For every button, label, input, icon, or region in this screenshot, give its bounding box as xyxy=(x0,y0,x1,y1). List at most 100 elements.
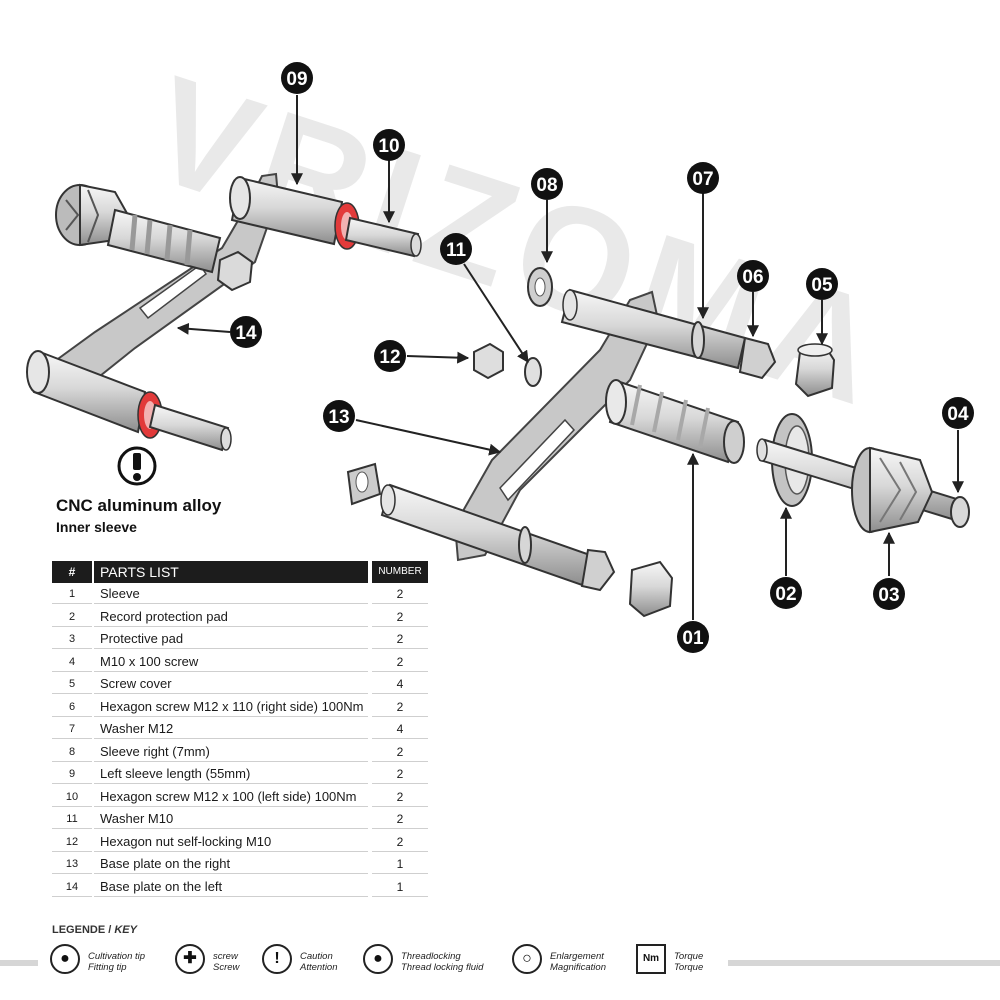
callout-08-text: 08 xyxy=(536,175,557,196)
caption-line-2: Inner sleeve xyxy=(56,519,137,535)
legend-thread-l1: Threadlocking xyxy=(401,951,461,962)
row-count: 2 xyxy=(372,808,428,829)
row-count: 2 xyxy=(372,763,428,784)
row-num: 14 xyxy=(52,876,92,897)
row-num: 10 xyxy=(52,786,92,807)
row-num: 7 xyxy=(52,718,92,739)
thread-fluid-icon: ● xyxy=(363,944,393,974)
parts-list-header: # PARTS LIST NUMBER xyxy=(52,561,428,583)
protective-pad-03 xyxy=(851,446,934,534)
callout-06: 06 xyxy=(737,260,769,292)
row-desc: Hexagon nut self-locking M10 xyxy=(94,831,368,852)
row-num: 9 xyxy=(52,763,92,784)
callout-10-text: 10 xyxy=(378,136,399,157)
callout-02: 02 xyxy=(770,577,802,609)
legend-caution-l1: Caution xyxy=(300,951,333,962)
callout-05-text: 05 xyxy=(811,275,833,296)
row-num: 3 xyxy=(52,628,92,649)
callout-04: 04 xyxy=(942,397,974,429)
caption-line-1: CNC aluminum alloy xyxy=(56,496,222,515)
callout-14: 14 xyxy=(230,316,262,348)
callout-11: 11 xyxy=(440,233,472,265)
legend-title-a: LEGENDE / xyxy=(52,924,115,936)
row-count: 2 xyxy=(372,741,428,762)
row-count: 2 xyxy=(372,583,428,604)
row-desc: Hexagon screw M12 x 100 (left side) 100N… xyxy=(94,786,368,807)
callout-03-text: 03 xyxy=(878,585,899,606)
callout-09: 09 xyxy=(281,62,313,94)
callout-05: 05 xyxy=(806,268,838,300)
header-parts-list: PARTS LIST xyxy=(94,561,368,583)
callout-03: 03 xyxy=(873,578,905,610)
row-count: 2 xyxy=(372,628,428,649)
row-desc: Hexagon screw M12 x 110 (right side) 100… xyxy=(94,696,368,717)
callout-11-text: 11 xyxy=(446,240,467,261)
row-num: 6 xyxy=(52,696,92,717)
header-number-sign: # xyxy=(52,561,92,583)
row-desc: Sleeve right (7mm) xyxy=(94,741,368,762)
row-count: 4 xyxy=(372,673,428,694)
left-assembly xyxy=(26,172,422,452)
row-count: 1 xyxy=(372,876,428,897)
screw-icon: ✚ xyxy=(175,944,205,974)
nut-m10 xyxy=(473,342,504,380)
callout-09-text: 09 xyxy=(286,69,307,90)
row-desc: Left sleeve length (55mm) xyxy=(94,763,368,784)
legend-divider-right xyxy=(728,960,1000,966)
row-num: 5 xyxy=(52,673,92,694)
legend-caution-l2: Attention xyxy=(300,962,338,973)
row-desc: Screw cover xyxy=(94,673,368,694)
bulb-icon: ● xyxy=(50,944,80,974)
callout-08: 08 xyxy=(531,168,563,200)
legend-torque-l2: Torque xyxy=(674,962,704,973)
row-desc: Washer M10 xyxy=(94,808,368,829)
leader-lines xyxy=(176,95,964,620)
row-num: 8 xyxy=(52,741,92,762)
row-count: 1 xyxy=(372,853,428,874)
magnifier-icon: ○ xyxy=(512,944,542,974)
header-number: NUMBER xyxy=(372,561,428,583)
torque-icon: Nm xyxy=(636,944,666,974)
row-count: 2 xyxy=(372,606,428,627)
left-lower-bolt xyxy=(148,403,230,452)
callout-10: 10 xyxy=(373,129,405,161)
material-caption: CNC aluminum alloy Inner sleeve xyxy=(56,496,221,535)
row-num: 2 xyxy=(52,606,92,627)
row-num: 11 xyxy=(52,808,92,829)
row-num: 12 xyxy=(52,831,92,852)
legend-magnify-l1: Enlargement xyxy=(550,951,604,962)
row-desc: Sleeve xyxy=(94,583,368,604)
row-count: 2 xyxy=(372,831,428,852)
washer-m10 xyxy=(524,357,542,387)
legend-screw-l2: Screw xyxy=(213,962,240,973)
row-desc: Washer M12 xyxy=(94,718,368,739)
legend-torque-l1: Torque xyxy=(674,951,704,962)
caution-icon: ! xyxy=(262,944,292,974)
legend-title: LEGENDE / KEY xyxy=(52,924,137,936)
row-desc: Base plate on the left xyxy=(94,876,368,897)
base-plate-left xyxy=(38,172,280,402)
legend-tip-l1: Cultivation tip xyxy=(88,951,146,962)
callout-06-text: 06 xyxy=(742,267,763,288)
callout-13-text: 13 xyxy=(328,407,349,428)
row-count: 4 xyxy=(372,718,428,739)
row-num: 1 xyxy=(52,583,92,604)
row-num: 4 xyxy=(52,651,92,672)
callout-14-text: 14 xyxy=(235,323,257,344)
caution-icon xyxy=(117,446,157,486)
callout-01-text: 01 xyxy=(682,628,704,649)
